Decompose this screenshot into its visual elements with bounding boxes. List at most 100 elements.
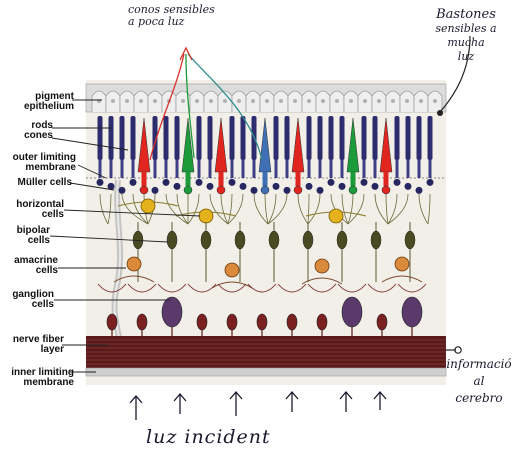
rod-inner-segment	[209, 160, 212, 178]
pigment-granule	[321, 99, 325, 103]
pigment-granule	[223, 99, 227, 103]
ganglion-cell-body	[377, 314, 387, 330]
pigment-granule	[307, 99, 311, 103]
rod-outer-segment	[164, 116, 169, 160]
cone-inner-segment	[296, 172, 301, 186]
rod-inner-segment	[330, 160, 333, 178]
pigment-granule	[391, 99, 395, 103]
rods-annotation-dot	[437, 110, 443, 116]
rod-nucleus	[130, 179, 137, 186]
cone-nucleus	[349, 186, 357, 194]
muller-cells-label: Müller cells	[4, 178, 72, 188]
rod-inner-segment	[242, 160, 245, 178]
rod-inner-segment	[132, 160, 135, 178]
pigment-granule	[433, 99, 437, 103]
bipolar-cell-body	[371, 231, 381, 249]
outer-limiting-membrane-label: outer limitingmembrane	[4, 153, 76, 173]
rods-annotation: Bastones sensibles a mucha luz	[418, 8, 514, 64]
rod-outer-segment	[307, 116, 312, 160]
rod-inner-segment	[407, 160, 410, 178]
bipolar-cell-body	[303, 231, 313, 249]
ganglion-cell-body	[162, 297, 182, 327]
rod-nucleus	[394, 179, 401, 186]
amacrine-cell-body	[315, 259, 329, 273]
rod-outer-segment	[362, 116, 367, 160]
rod-inner-segment	[165, 160, 168, 178]
rod-inner-segment	[363, 160, 366, 178]
amacrine-cell-body	[127, 257, 141, 271]
cone-nucleus	[184, 186, 192, 194]
rod-outer-segment	[109, 116, 114, 160]
pigment-granule	[405, 99, 409, 103]
ganglion-cell-body	[107, 314, 117, 330]
rod-nucleus	[328, 179, 335, 186]
rod-inner-segment	[308, 160, 311, 178]
pigment-granule	[251, 99, 255, 103]
pigment-granule	[349, 99, 353, 103]
rod-nucleus	[207, 183, 214, 190]
rod-outer-segment	[373, 116, 378, 160]
pigment-granule	[139, 99, 143, 103]
pigment-granule	[335, 99, 339, 103]
rod-nucleus	[251, 187, 258, 194]
amacrine-cell-body	[395, 257, 409, 271]
amacrine-cell-body	[225, 263, 239, 277]
incident-light-annotation: luz incident	[146, 426, 271, 448]
rod-outer-segment	[208, 116, 213, 160]
incident-light-arrows	[130, 392, 386, 420]
rod-inner-segment	[110, 160, 113, 178]
cone-inner-segment	[384, 172, 389, 186]
ganglion-cell-body	[342, 297, 362, 327]
rod-outer-segment	[428, 116, 433, 160]
rod-outer-segment	[175, 116, 180, 160]
cone-nucleus	[140, 186, 148, 194]
cone-nucleus	[294, 186, 302, 194]
ganglion-cell-body	[402, 297, 422, 327]
horizontal-cell-body	[329, 209, 343, 223]
rod-inner-segment	[176, 160, 179, 178]
rod-inner-segment	[374, 160, 377, 178]
rod-nucleus	[163, 179, 170, 186]
nerve-fiber-lines	[86, 340, 446, 364]
rod-inner-segment	[154, 160, 157, 178]
pigment-granule	[153, 99, 157, 103]
rod-outer-segment	[241, 116, 246, 160]
pigment-granule	[279, 99, 283, 103]
pigment-granule	[363, 99, 367, 103]
pigment-granule	[181, 99, 185, 103]
rod-inner-segment	[198, 160, 201, 178]
cone-inner-segment	[186, 172, 191, 186]
rod-inner-segment	[429, 160, 432, 178]
rod-nucleus	[306, 183, 313, 190]
rod-outer-segment	[120, 116, 125, 160]
cone-nucleus	[382, 186, 390, 194]
horizontal-cell-body	[199, 209, 213, 223]
inner-limiting-membrane-band	[86, 368, 446, 376]
cone-inner-segment	[219, 172, 224, 186]
rod-nucleus	[273, 183, 280, 190]
rod-nucleus	[427, 179, 434, 186]
brain-annotation: informació al cerebro	[440, 356, 518, 407]
ganglion-cell-body	[287, 314, 297, 330]
pigment-granule	[265, 99, 269, 103]
rod-outer-segment	[197, 116, 202, 160]
rod-outer-segment	[285, 116, 290, 160]
pigment-granule	[111, 99, 115, 103]
ganglion-cell-body	[137, 314, 147, 330]
rod-inner-segment	[341, 160, 344, 178]
pigment-cells	[92, 91, 442, 112]
bipolar-cell-body	[167, 231, 177, 249]
rod-inner-segment	[121, 160, 124, 178]
rod-nucleus	[317, 187, 324, 194]
rod-nucleus	[174, 183, 181, 190]
rod-outer-segment	[98, 116, 103, 160]
rod-nucleus	[416, 187, 423, 194]
amacrine-cells-label: amacrinecells	[6, 256, 58, 276]
rod-inner-segment	[275, 160, 278, 178]
rod-inner-segment	[418, 160, 421, 178]
rod-outer-segment	[417, 116, 422, 160]
